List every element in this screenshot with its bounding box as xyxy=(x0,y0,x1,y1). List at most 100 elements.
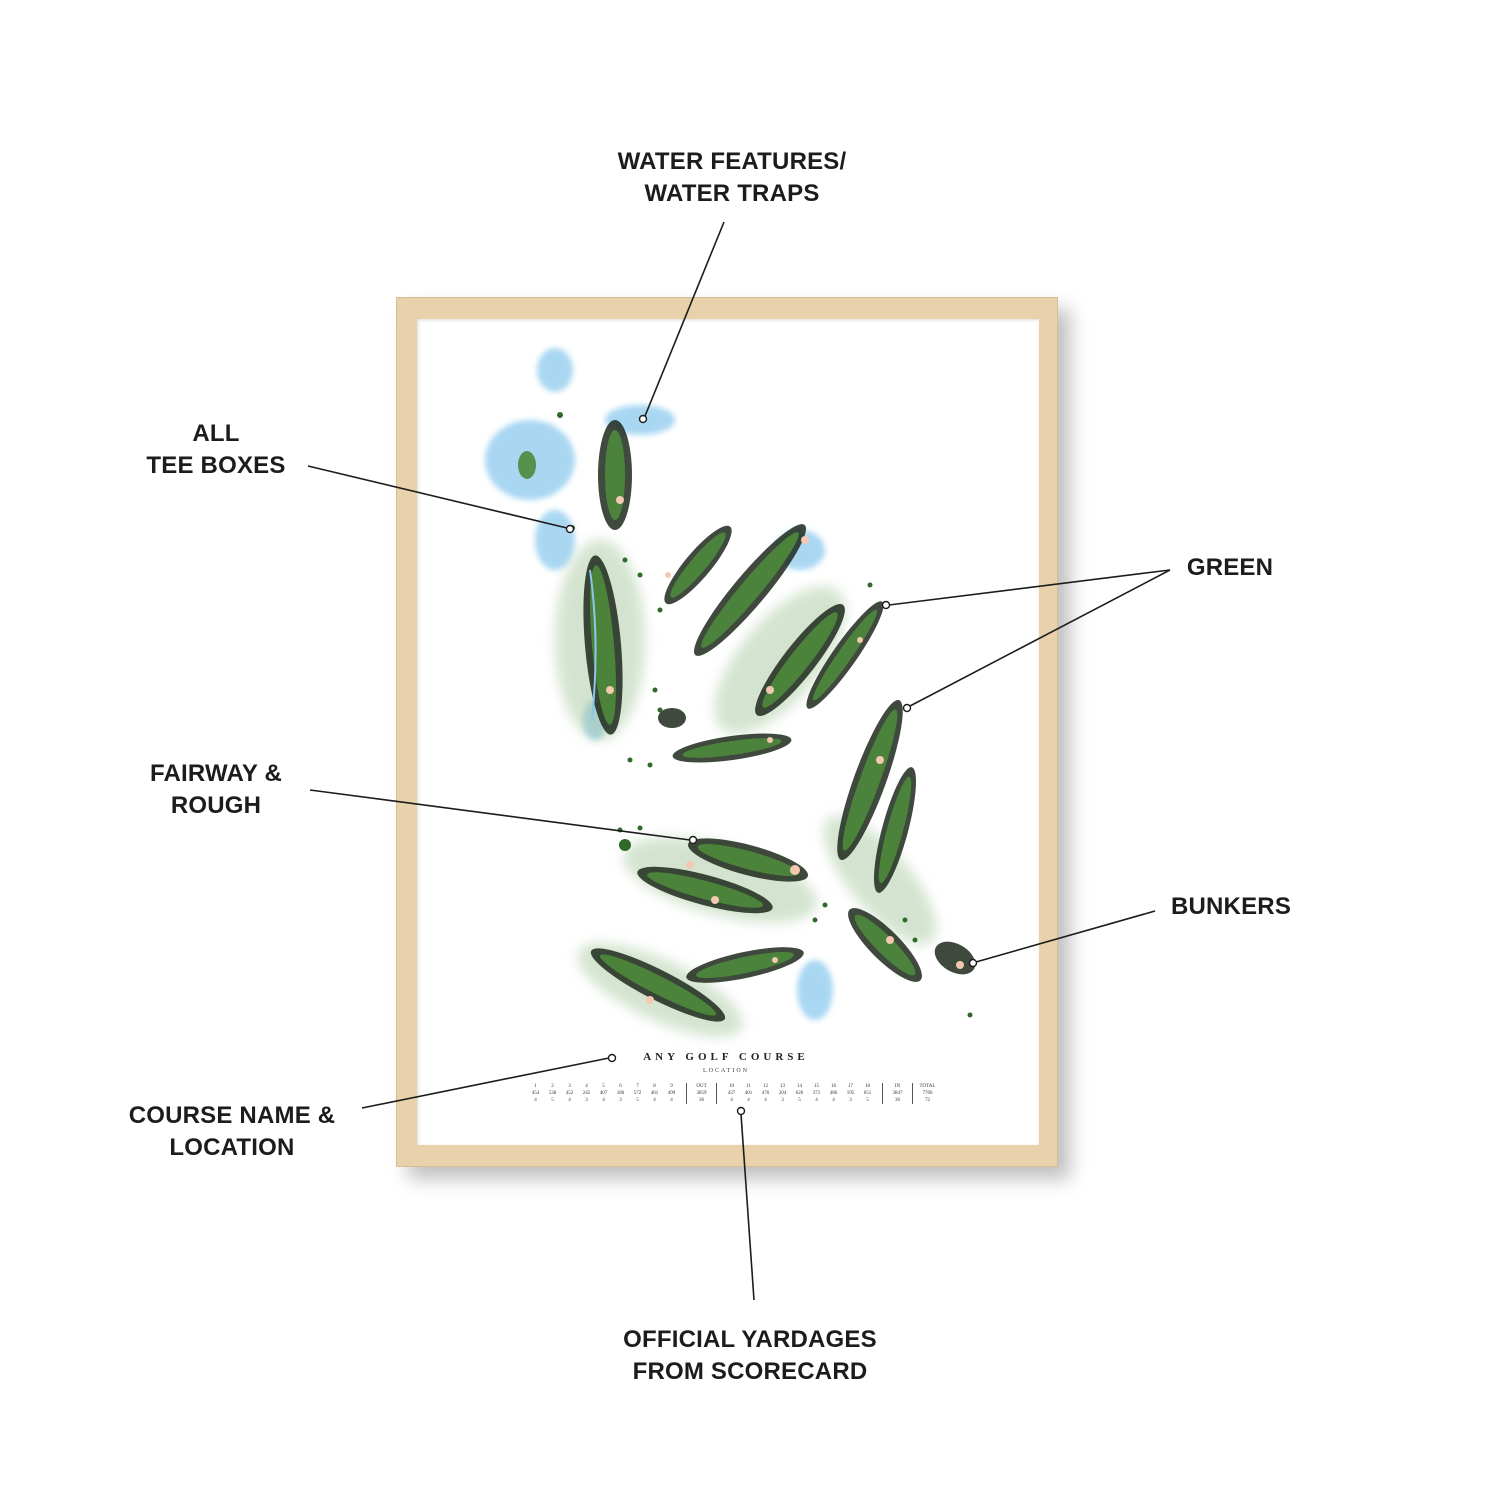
callout-text: COURSE NAME & xyxy=(128,1102,336,1129)
scorecard-hole-column: 7 572 5 xyxy=(629,1083,646,1104)
callout-text: ROUGH xyxy=(170,792,262,819)
scorecard-subtotal-column: OUT 3859 36 xyxy=(693,1083,710,1104)
scorecard-hole-column: 6 186 3 xyxy=(612,1083,629,1104)
course-title: ANY GOLF COURSE xyxy=(643,1051,809,1063)
scorecard-cell: 36 xyxy=(895,1098,900,1103)
callout-bunkers: BUNKERS xyxy=(1171,891,1291,923)
scorecard-divider xyxy=(716,1083,717,1104)
scorecard-cell: 13 xyxy=(780,1084,785,1089)
scorecard-cell: 3 xyxy=(849,1098,852,1103)
scorecard-subtotal-column: IN 3847 36 xyxy=(889,1083,906,1104)
scorecard-cell: 4 xyxy=(764,1098,767,1103)
scorecard-cell: 3 xyxy=(568,1084,571,1089)
scorecard-cell: 8 xyxy=(653,1084,656,1089)
scorecard-hole-column: 16 486 4 xyxy=(825,1083,842,1104)
callout-text: OFFICIAL YARDAGES xyxy=(623,1326,877,1353)
callout-tee-boxes: ALL TEE BOXES xyxy=(146,418,285,482)
scorecard-divider xyxy=(686,1083,687,1104)
scorecard-cell: 401 xyxy=(744,1091,753,1096)
scorecard-cell: 4 xyxy=(832,1098,835,1103)
scorecard-cell: 245 xyxy=(582,1091,591,1096)
scorecard-cell: 5 xyxy=(866,1098,869,1103)
scorecard-hole-column: 8 461 4 xyxy=(646,1083,663,1104)
scorecard-cell: 651 xyxy=(863,1091,872,1096)
scorecard-cell: 452 xyxy=(565,1091,574,1096)
scorecard-cell: 572 xyxy=(633,1091,642,1096)
tee-boxes xyxy=(557,412,973,1018)
scorecard-cell: 17 xyxy=(848,1084,853,1089)
scorecard-hole-column: 13 204 3 xyxy=(774,1083,791,1104)
scorecard-cell: 4 xyxy=(534,1098,537,1103)
callout-green: GREEN xyxy=(1187,552,1273,584)
scorecard-cell: 5 xyxy=(798,1098,801,1103)
scorecard-cell: 437 xyxy=(727,1091,736,1096)
scorecard-cell: 18 xyxy=(865,1084,870,1089)
scorecard-cell: 3847 xyxy=(892,1091,903,1096)
scorecard-cell: 204 xyxy=(778,1091,787,1096)
scorecard-cell: 486 xyxy=(829,1091,838,1096)
scorecard-cell: 6 xyxy=(619,1084,622,1089)
scorecard-cell: 10 xyxy=(729,1084,734,1089)
scorecard-cell: 14 xyxy=(797,1084,802,1089)
scorecard-cell: 461 xyxy=(650,1091,659,1096)
scorecard-hole-column: 14 626 5 xyxy=(791,1083,808,1104)
scorecard-cell: 5 xyxy=(551,1098,554,1103)
callout-text: FAIRWAY & xyxy=(149,760,283,787)
fairways xyxy=(518,420,976,1022)
scorecard-cell: 72 xyxy=(925,1098,930,1103)
scorecard-cell: 4 xyxy=(815,1098,818,1103)
callout-text: TEE BOXES xyxy=(146,452,286,479)
scorecard-cell: 4 xyxy=(602,1098,605,1103)
scorecard-cell: 407 xyxy=(599,1091,608,1096)
scorecard-cell: 11 xyxy=(746,1084,751,1089)
bunkers xyxy=(606,496,964,1004)
scorecard-cell: 9 xyxy=(670,1084,673,1089)
scorecard-hole-column: 5 407 4 xyxy=(595,1083,612,1104)
scorecard-cell: 626 xyxy=(795,1091,804,1096)
callout-text: ALL xyxy=(192,420,240,447)
scorecard-cell: 7 xyxy=(636,1084,639,1089)
scorecard-cell: 5 xyxy=(602,1084,605,1089)
scorecard-cell: 5 xyxy=(636,1098,639,1103)
scorecard-cell: 3859 xyxy=(696,1091,707,1096)
course-location: LOCATION xyxy=(703,1068,749,1074)
scorecard-hole-column: 10 437 4 xyxy=(723,1083,740,1104)
callout-water: WATER FEATURES/ WATER TRAPS xyxy=(618,146,847,210)
scorecard-cell: 186 xyxy=(616,1091,625,1096)
scorecard-cell: 36 xyxy=(699,1098,704,1103)
scorecard-hole-column: 17 195 3 xyxy=(842,1083,859,1104)
callout-course-name: COURSE NAME & LOCATION xyxy=(129,1100,336,1164)
scorecard-cell: TOTAL xyxy=(919,1084,936,1089)
callout-lines xyxy=(307,221,1171,1301)
callout-text: LOCATION xyxy=(169,1134,295,1161)
callout-text: WATER FEATURES/ xyxy=(617,148,847,175)
scorecard-cell: 12 xyxy=(763,1084,768,1089)
scorecard-divider xyxy=(882,1083,883,1104)
scorecard-cell: 16 xyxy=(831,1084,836,1089)
scorecard-cell: 538 xyxy=(548,1091,557,1096)
scorecard-cell: 499 xyxy=(667,1091,676,1096)
scorecard-cell: 3 xyxy=(781,1098,784,1103)
callout-fairway: FAIRWAY & ROUGH xyxy=(150,758,282,822)
scorecard-cell: IN xyxy=(894,1084,901,1089)
scorecard-cell: 4 xyxy=(747,1098,750,1103)
callout-text: GREEN xyxy=(1186,554,1274,581)
callout-markers xyxy=(565,414,978,1116)
scorecard-cell: 4 xyxy=(730,1098,733,1103)
scorecard-divider xyxy=(912,1083,913,1104)
scorecard-cell: 3 xyxy=(619,1098,622,1103)
callout-text: WATER TRAPS xyxy=(644,180,820,207)
scorecard-cell: 4 xyxy=(653,1098,656,1103)
scorecard-cell: 195 xyxy=(846,1091,855,1096)
callout-yardages: OFFICIAL YARDAGES FROM SCORECARD xyxy=(623,1324,877,1388)
scorecard-cell: 454 xyxy=(531,1091,540,1096)
scorecard-hole-column: 11 401 4 xyxy=(740,1083,757,1104)
scorecard-cell: OUT xyxy=(696,1084,707,1089)
